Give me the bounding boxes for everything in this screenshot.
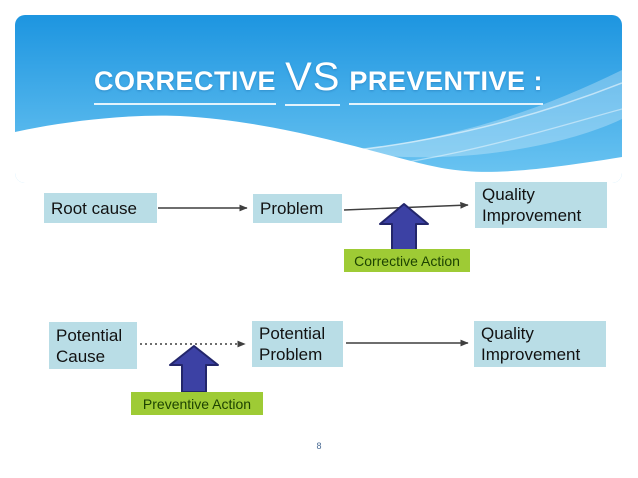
corrective-up-arrow-icon	[379, 203, 429, 251]
node-quality-improvement-bottom: Quality Improvement	[474, 321, 606, 367]
node-quality-improvement-top: Quality Improvement	[475, 182, 607, 228]
node-potential-cause: Potential Cause	[49, 322, 137, 369]
node-problem: Problem	[253, 194, 342, 223]
slide-title: CORRECTIVE VS PREVENTIVE :	[15, 55, 622, 106]
header-white-wave	[15, 115, 622, 183]
header-wave-background	[15, 15, 622, 183]
header-overlay-wave	[345, 70, 622, 158]
title-vs: VS	[285, 55, 341, 106]
connector-problem-quality	[343, 201, 469, 211]
preventive-up-arrow-icon	[169, 345, 219, 393]
node-potential-problem: Potential Problem	[252, 321, 343, 367]
preventive-action-label: Preventive Action	[131, 392, 263, 415]
title-corrective: CORRECTIVE	[94, 66, 277, 105]
page-number: 8	[316, 441, 322, 451]
title-preventive: PREVENTIVE :	[349, 66, 543, 105]
corrective-action-label: Corrective Action	[344, 249, 470, 272]
node-root-cause: Root cause	[44, 193, 157, 223]
slide-header: CORRECTIVE VS PREVENTIVE :	[15, 15, 622, 183]
